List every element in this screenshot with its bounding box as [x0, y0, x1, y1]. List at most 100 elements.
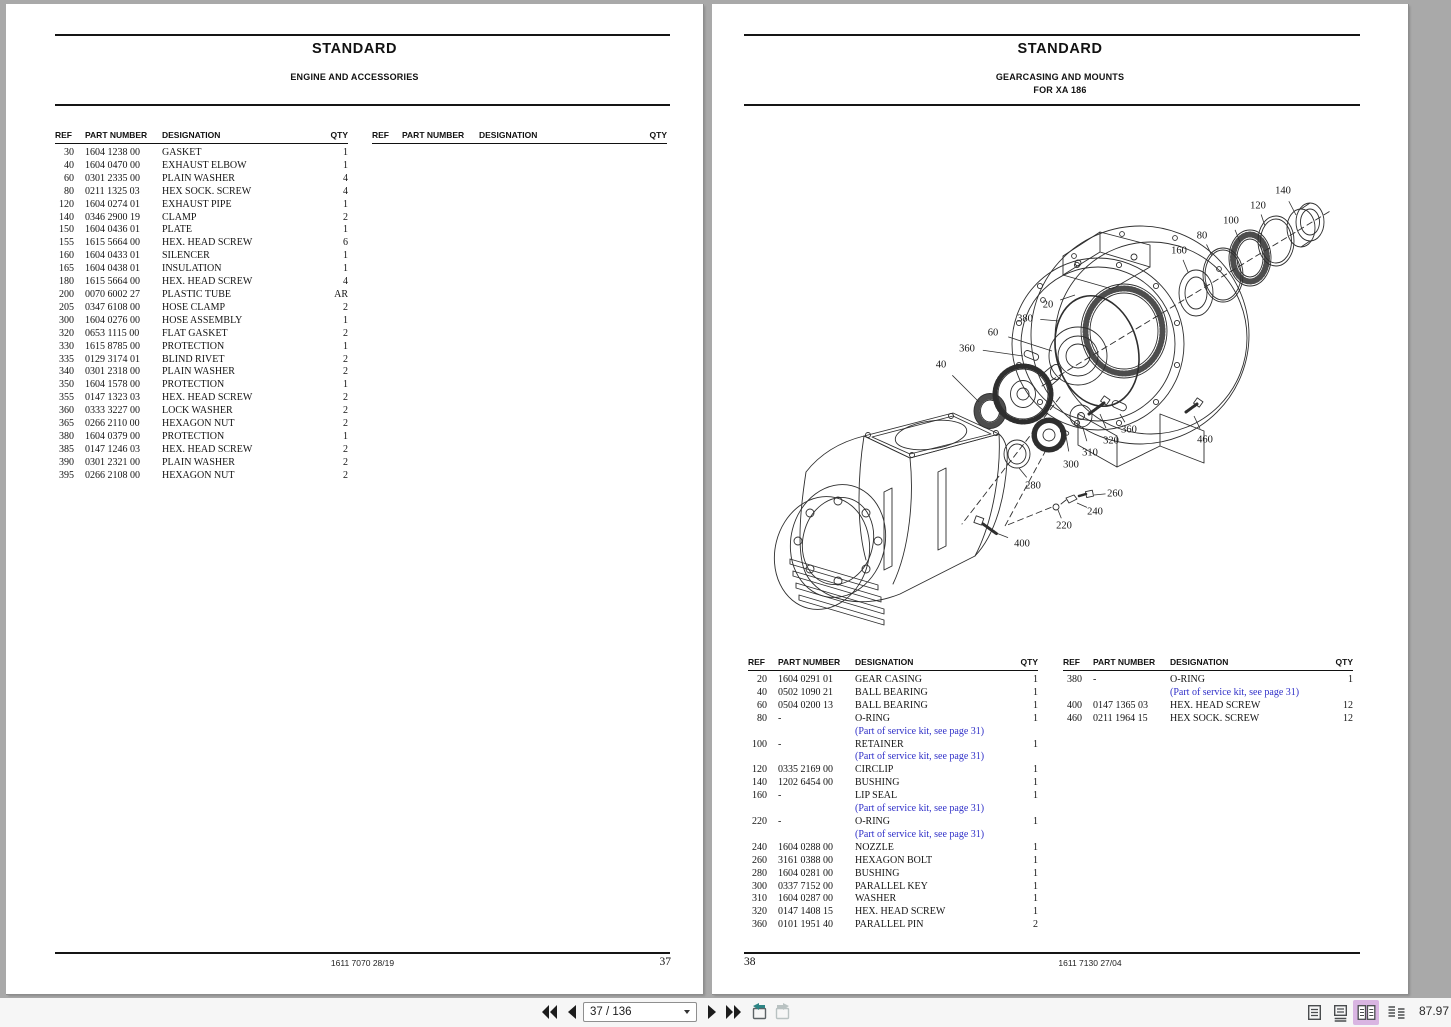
first-page-button[interactable] [538, 1001, 560, 1023]
cell-ref: 140 [59, 211, 74, 223]
cell-qty: 2 [1033, 919, 1038, 931]
service-kit-note-row: (Part of service kit, see page 31) [1063, 687, 1353, 700]
prev-page-button[interactable] [561, 1001, 583, 1023]
chevron-down-icon [684, 1010, 690, 1014]
callout-label-320: 320 [1103, 436, 1119, 447]
top-rule [744, 34, 1360, 36]
cell-ref: 60 [64, 172, 74, 184]
cell-designation: GEAR CASING [855, 674, 922, 685]
left-triangle-icon [568, 1005, 576, 1019]
double-left-triangle-icon [541, 1005, 557, 1019]
cell-ref: 20 [757, 674, 767, 685]
cell-ref: 395 [59, 469, 74, 481]
callout-label-260: 260 [1107, 489, 1123, 500]
cell-part-number: 1615 5664 00 [85, 237, 140, 249]
cell-ref: 300 [752, 880, 767, 892]
two-page-continuous-layout-button[interactable] [1383, 1000, 1409, 1025]
header-rule [55, 104, 670, 106]
next-page-button[interactable] [701, 1001, 723, 1023]
cell-designation: PLATE [162, 224, 192, 236]
cell-part-number: 0266 2110 00 [85, 418, 140, 430]
cell-part-number: 0335 2169 00 [778, 764, 833, 776]
callout-leader-line [1060, 294, 1076, 301]
callout-label-360: 360 [1121, 425, 1137, 436]
page-forward-arrow-icon [775, 1003, 790, 1020]
service-kit-note: (Part of service kit, see page 31) [855, 725, 985, 737]
cell-qty: 2 [343, 301, 348, 313]
cell-designation: HEXAGON BOLT [855, 854, 933, 866]
cell-qty: 1 [1033, 867, 1038, 879]
continuous-page-layout-button[interactable] [1327, 1000, 1353, 1025]
page-title: STANDARD [1017, 41, 1103, 57]
callout-leader-line [1018, 467, 1028, 478]
col-designation: DESIGNATION [855, 657, 914, 667]
service-kit-note: (Part of service kit, see page 31) [855, 751, 985, 763]
cell-part-number: 1604 0276 00 [85, 314, 140, 326]
cell-designation: PARALLEL PIN [855, 919, 924, 931]
cell-part-number: 0266 2108 00 [85, 469, 140, 481]
cell-ref: 60 [757, 699, 767, 711]
col-part-number: PART NUMBER [85, 130, 148, 140]
callout-leader-line [952, 375, 980, 403]
cell-part-number: - [778, 790, 782, 802]
cell-designation: HEX. HEAD SCREW [162, 237, 253, 249]
col-qty: QTY [1020, 657, 1038, 667]
cell-qty: 12 [1343, 712, 1353, 724]
page-title: STANDARD [311, 41, 398, 57]
cell-qty: 1 [343, 314, 348, 326]
col-designation: DESIGNATION [479, 130, 538, 140]
cell-qty: 1 [1033, 712, 1038, 724]
cell-designation: SILENCER [162, 250, 210, 262]
cell-designation: BALL BEARING [855, 686, 928, 698]
callout-label-460: 460 [1197, 435, 1213, 446]
cell-ref: 385 [59, 443, 74, 455]
cell-designation: HEX SOCK. SCREW [162, 185, 252, 197]
previous-view-button[interactable] [748, 1001, 770, 1023]
service-kit-note: (Part of service kit, see page 31) [855, 828, 985, 840]
cell-qty: 2 [343, 392, 348, 404]
cell-qty: 1 [1033, 790, 1038, 802]
callout-leader-line [990, 530, 1009, 538]
callout-label-380: 380 [1017, 314, 1033, 325]
cell-designation: RETAINER [855, 738, 904, 750]
single-page-layout-button[interactable] [1301, 1000, 1327, 1025]
next-view-button[interactable] [772, 1001, 794, 1023]
cell-part-number: 0101 1951 40 [778, 919, 833, 931]
cell-designation: BLIND RIVET [162, 353, 225, 365]
cell-ref: 220 [752, 815, 767, 827]
page-indicator-combobox[interactable]: 37 / 136 [583, 1002, 697, 1022]
cell-designation: PROTECTION [162, 340, 225, 352]
cell-qty: 2 [343, 211, 348, 223]
cell-designation: INSULATION [162, 263, 222, 275]
cell-ref: 150 [59, 224, 74, 236]
cell-qty: 2 [343, 443, 348, 455]
col-ref: REF [748, 657, 765, 667]
callout-leader-line [1065, 435, 1070, 452]
cell-ref: 460 [1067, 712, 1082, 724]
two-page-layout-button[interactable] [1353, 1000, 1379, 1025]
cell-designation: PARALLEL KEY [855, 880, 928, 892]
page-indicator-value: 37 / 136 [590, 1006, 632, 1018]
cell-part-number: 0502 1090 21 [778, 686, 833, 698]
cell-qty: 1 [343, 340, 348, 352]
two-page-continuous-icon [1388, 1006, 1404, 1019]
page-37: STANDARD ENGINE AND ACCESSORIES REF PART… [6, 4, 703, 994]
cell-designation: PLASTIC TUBE [162, 288, 231, 300]
cell-part-number: 1604 0379 00 [85, 430, 140, 442]
cell-designation: HEX. HEAD SCREW [162, 443, 253, 455]
cell-designation: PLAIN WASHER [162, 456, 235, 468]
cell-designation: O-RING [855, 712, 890, 724]
cell-designation: BALL BEARING [855, 699, 928, 711]
last-page-button[interactable] [722, 1001, 744, 1023]
